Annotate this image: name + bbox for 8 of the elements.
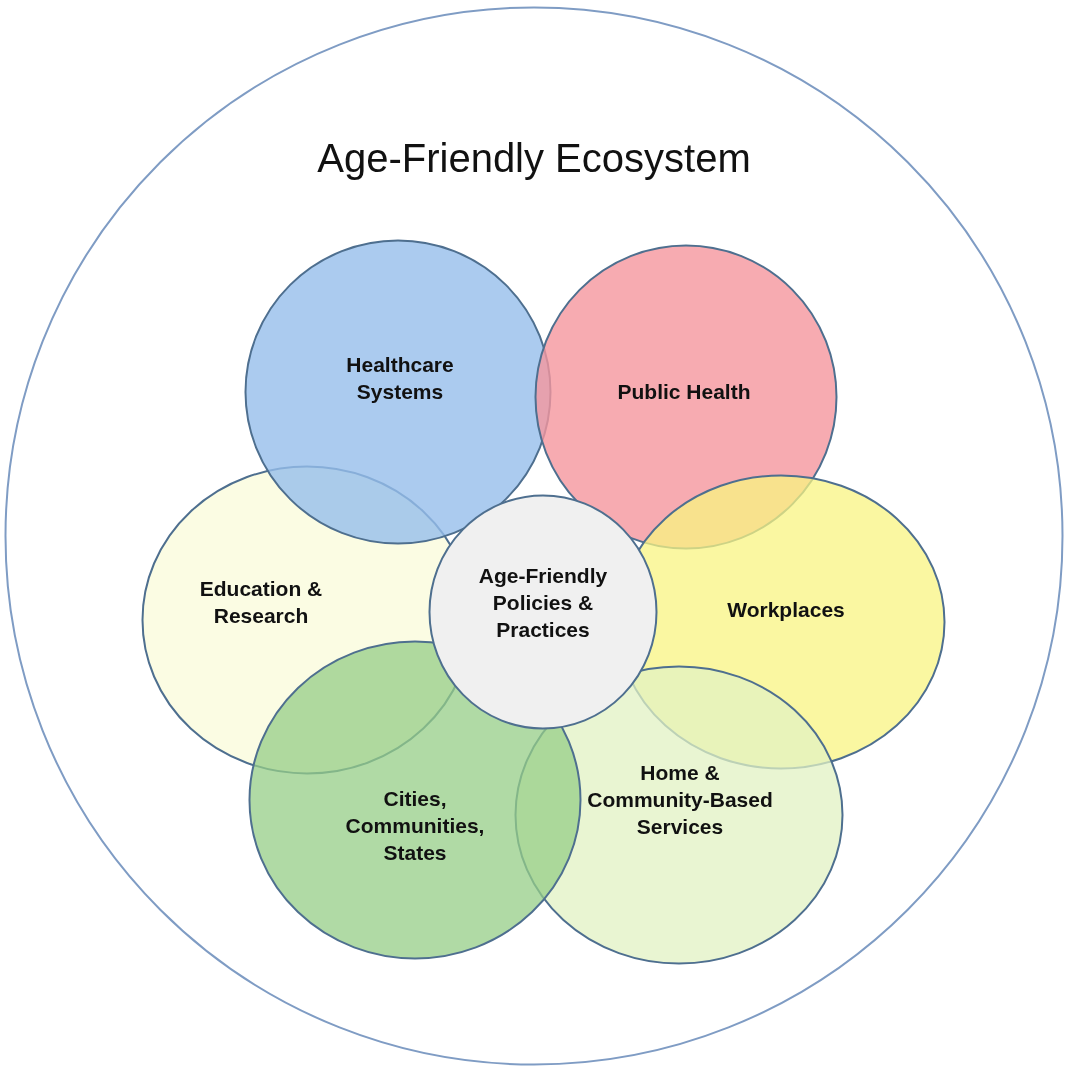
hub-label: Age-Friendly Policies & Practices [477,563,609,643]
sector-label: Healthcare Systems [345,352,455,405]
sector-label: Public Health [616,379,752,405]
sector-label: Home & Community-Based Services [586,760,774,840]
sector-label: Workplaces [726,597,846,623]
sector-label: Education & Research [198,576,324,629]
sector-label: Cities, Communities, States [344,786,486,866]
diagram-heading: Age-Friendly Ecosystem [316,136,752,181]
